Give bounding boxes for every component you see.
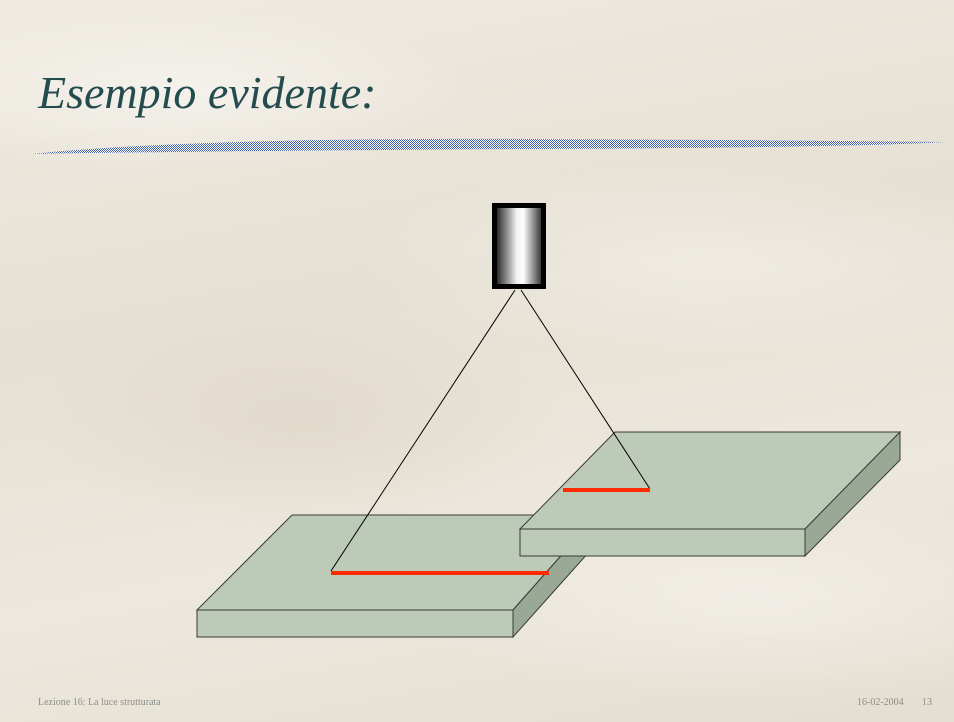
- projection-line-left: [330, 289, 516, 572]
- footer-date: 16-02-2004: [857, 697, 904, 708]
- footer-lecture: Lezione 16: La luce strutturata: [38, 697, 161, 708]
- title-underline-bar: [30, 138, 946, 154]
- upper-plate: [518, 430, 902, 558]
- footer-page-number: 13: [922, 697, 932, 708]
- lower-plate-front: [196, 609, 514, 638]
- projection-line-right: [520, 289, 651, 490]
- upper-plate-front: [519, 528, 806, 557]
- slide-title: Esempio evidente:: [38, 67, 377, 118]
- camera-icon: [492, 203, 546, 289]
- upper-plate-side: [804, 430, 901, 558]
